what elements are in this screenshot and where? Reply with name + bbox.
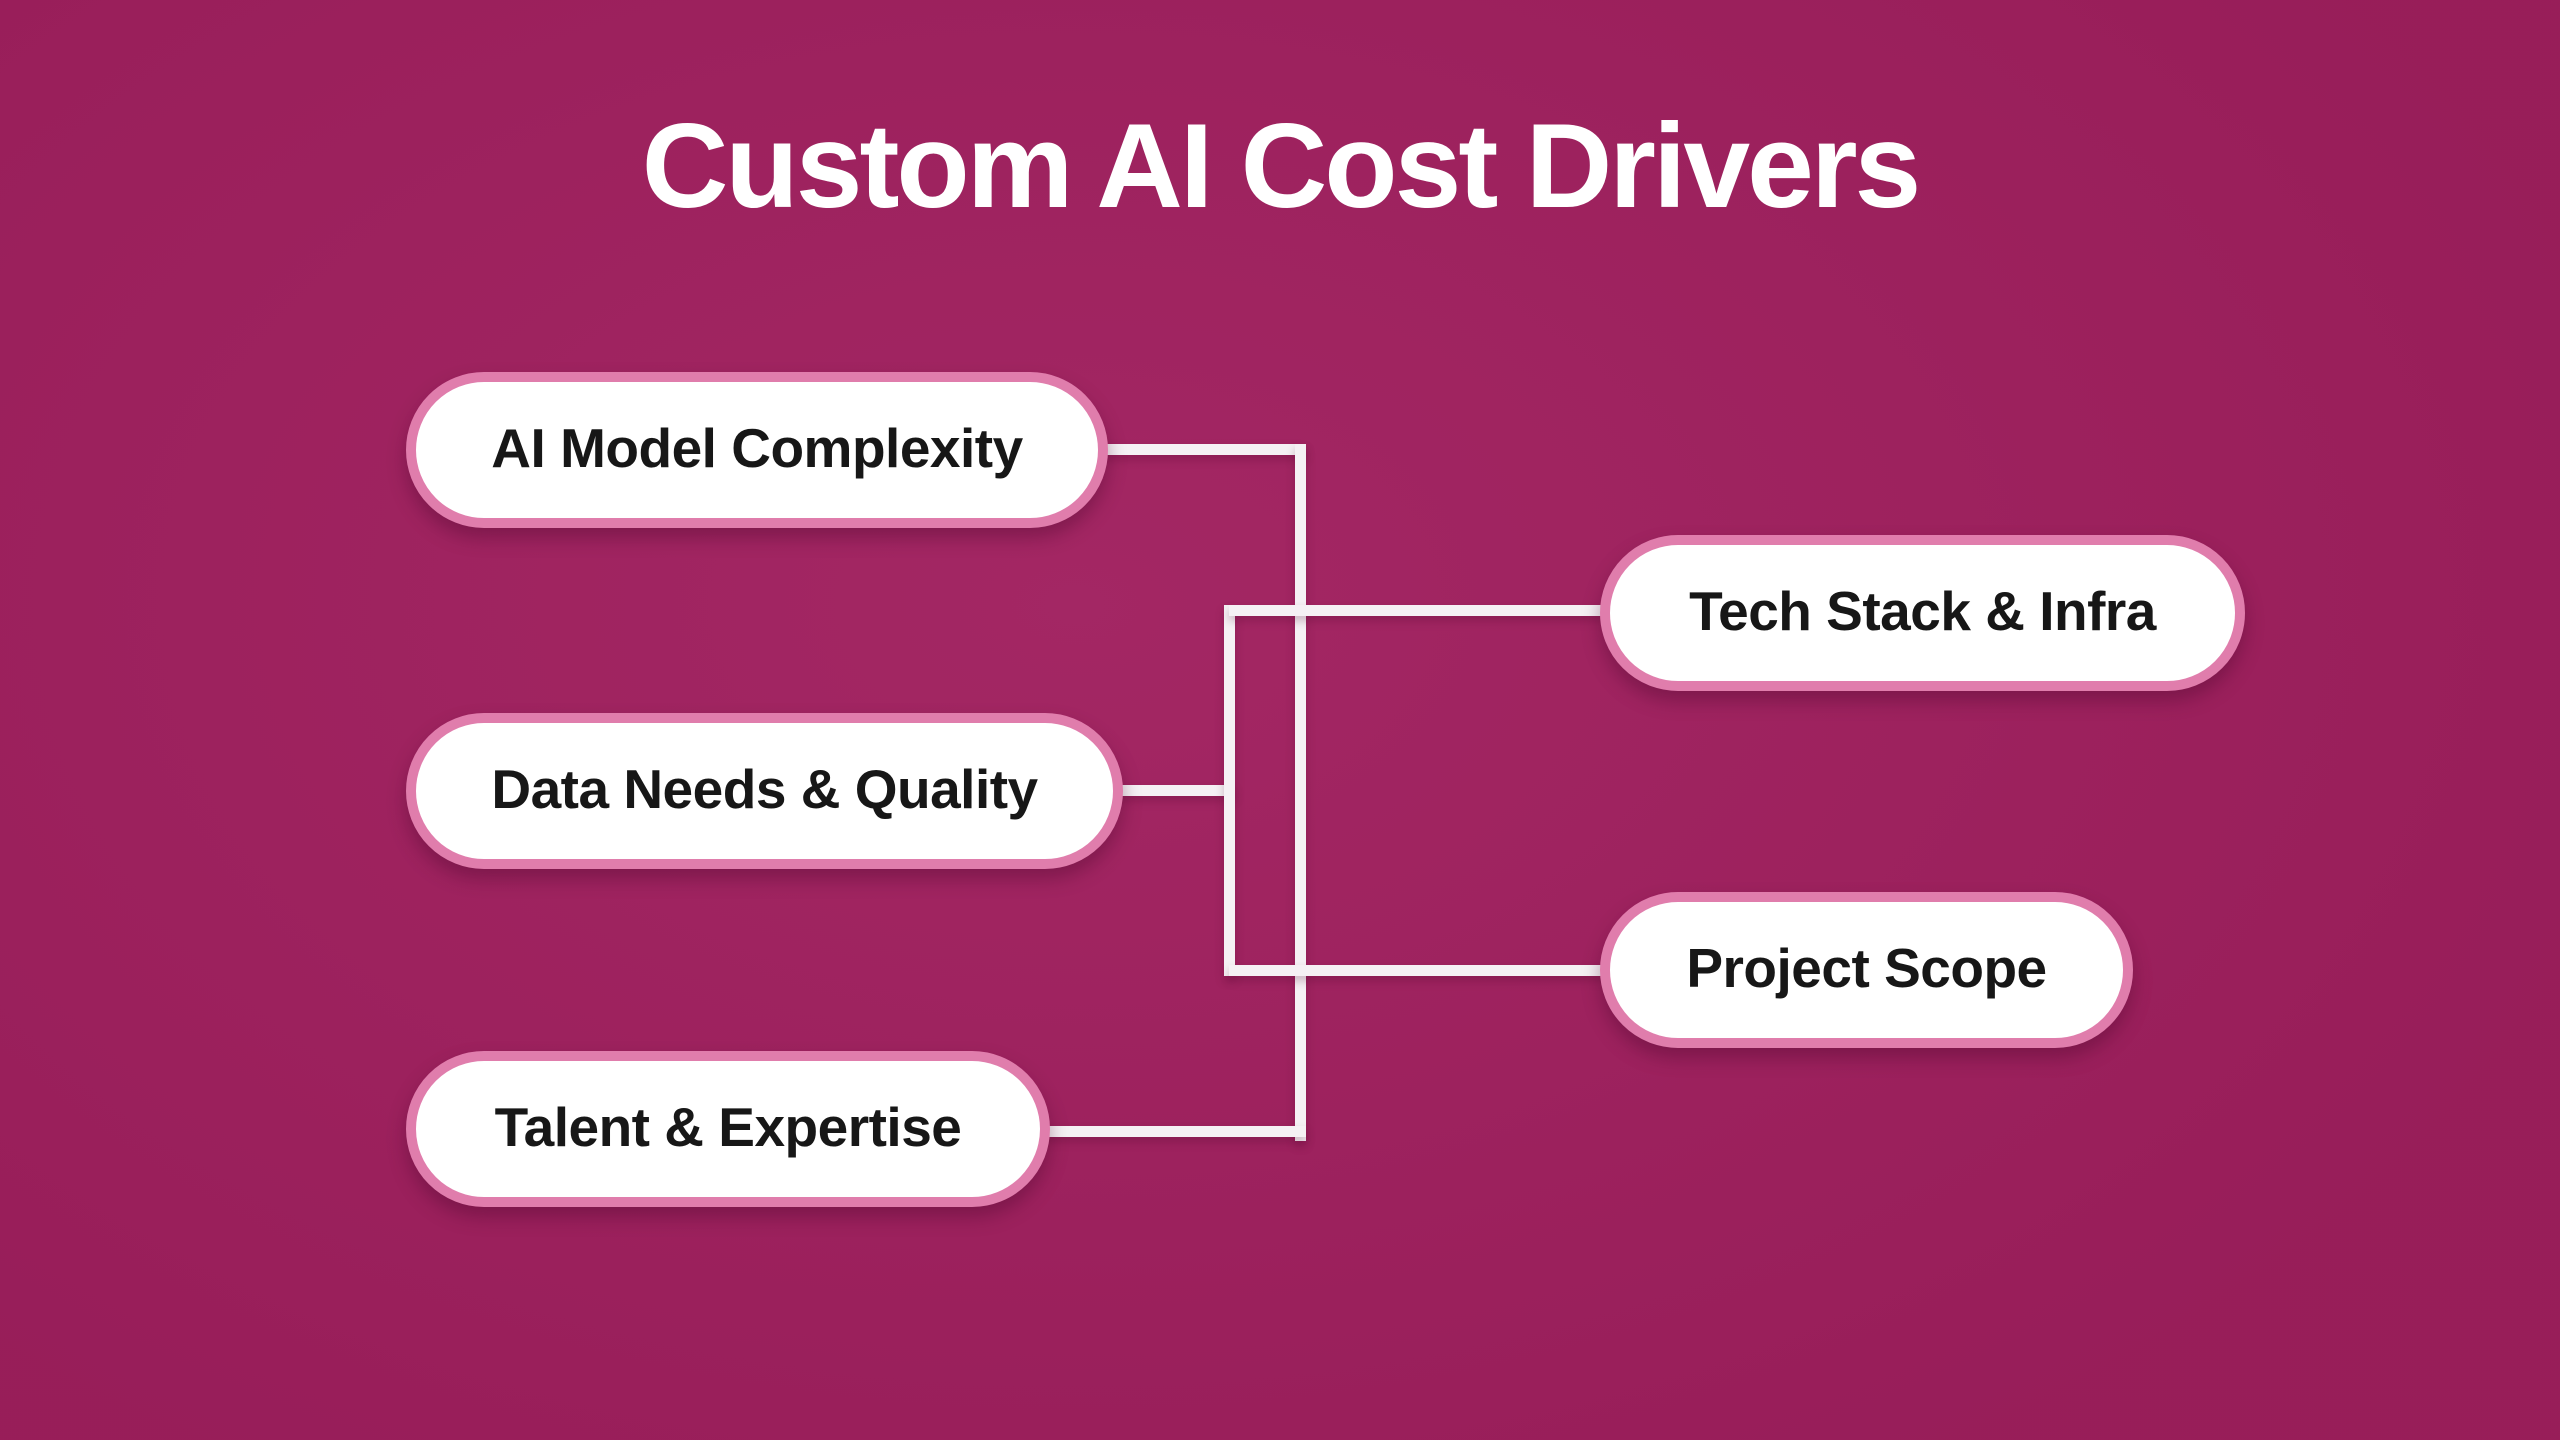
node-talent-expertise: Talent & Expertise — [406, 1051, 1050, 1207]
node-label-project-scope: Project Scope — [1686, 937, 2047, 999]
node-label-ai-model-complexity: AI Model Complexity — [491, 417, 1023, 479]
connector-talent-expertise-to-hub — [1040, 1126, 1306, 1137]
connector-trunk-outer — [1295, 444, 1306, 1141]
node-label-tech-stack-infra: Tech Stack & Infra — [1689, 580, 2156, 642]
node-ai-model-complexity: AI Model Complexity — [406, 372, 1108, 528]
connector-data-needs-quality-to-hub — [1110, 785, 1235, 796]
node-project-scope: Project Scope — [1600, 892, 2133, 1048]
connector-ai-model-complexity-to-hub — [1090, 444, 1306, 455]
connector-hub-to-project-scope — [1229, 965, 1609, 976]
connector-trunk-inner — [1224, 605, 1235, 976]
node-tech-stack-infra: Tech Stack & Infra — [1600, 535, 2245, 691]
node-label-talent-expertise: Talent & Expertise — [494, 1096, 962, 1158]
connector-hub-to-tech-stack-infra — [1229, 605, 1609, 616]
node-data-needs-quality: Data Needs & Quality — [406, 713, 1123, 869]
page-title: Custom AI Cost Drivers — [641, 99, 1922, 233]
node-label-data-needs-quality: Data Needs & Quality — [491, 758, 1038, 820]
